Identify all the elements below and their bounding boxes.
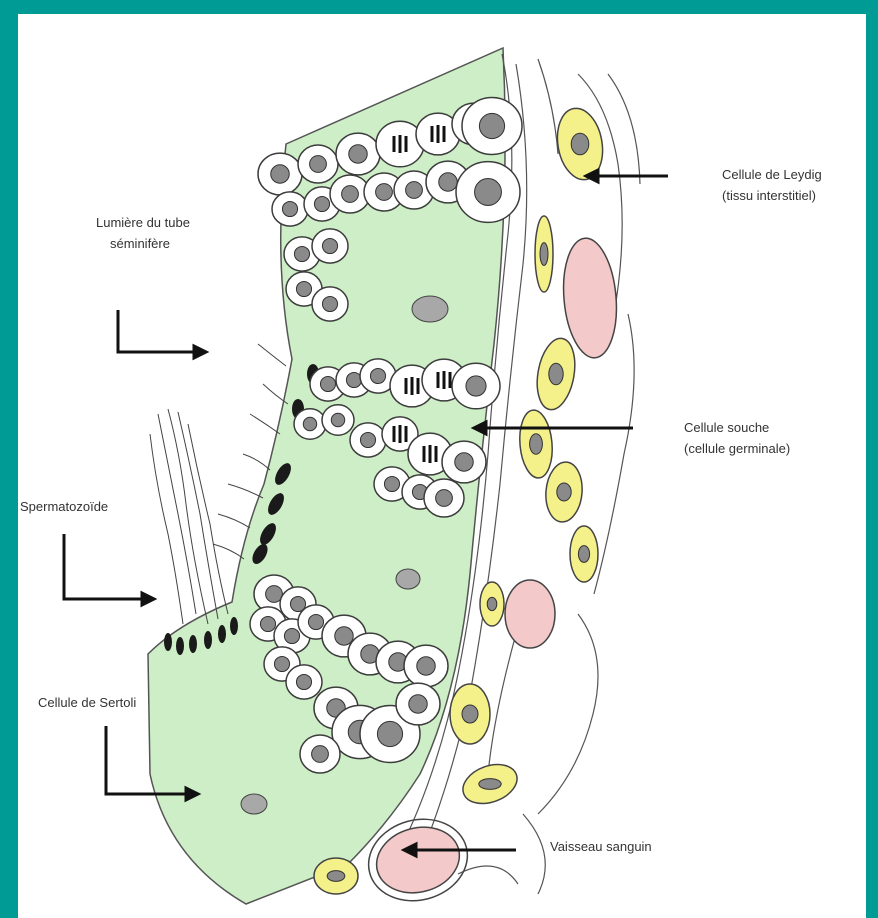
label-lumen: Lumière du tube séminifère xyxy=(96,212,190,254)
label-leydig-line1: Cellule de Leydig xyxy=(722,164,822,185)
germ-cell xyxy=(452,363,500,409)
germ-cell xyxy=(424,479,464,517)
label-spermatozoa: Spermatozoïde xyxy=(20,496,108,517)
leydig-cell xyxy=(517,409,555,480)
germ-cell xyxy=(298,145,338,183)
germ-cell xyxy=(294,409,326,439)
germ-cell xyxy=(312,229,348,263)
germ-cell xyxy=(350,423,386,457)
germ-cell xyxy=(336,133,380,175)
germ-cell xyxy=(462,98,522,155)
label-leydig-line2: (tissu interstitiel) xyxy=(722,185,822,206)
leydig-cell xyxy=(570,526,598,582)
arrow-stem-cell xyxy=(474,422,633,434)
leydig-cell xyxy=(552,105,608,184)
germ-cell xyxy=(322,405,354,435)
leydig-cell xyxy=(458,758,523,811)
label-lumen-line2: séminifère xyxy=(96,233,190,254)
label-stem-cell-line2: (cellule germinale) xyxy=(684,438,790,459)
germ-cell xyxy=(442,441,486,483)
figure-frame: Cellule de Leydig (tissu interstitiel) L… xyxy=(18,14,866,918)
label-sertoli: Cellule de Sertoli xyxy=(38,692,136,713)
arrow-spermatozoa xyxy=(64,534,154,605)
leydig-cell xyxy=(450,684,490,744)
vessel-middle xyxy=(505,580,555,648)
label-stem-cell: Cellule souche (cellule germinale) xyxy=(684,417,790,459)
vessel-lower xyxy=(369,818,467,902)
leydig-cell xyxy=(480,582,504,626)
germ-cell xyxy=(456,162,520,223)
germ-cell xyxy=(396,683,440,725)
leydig-cell xyxy=(535,216,553,292)
label-stem-cell-line1: Cellule souche xyxy=(684,417,790,438)
label-leydig: Cellule de Leydig (tissu interstitiel) xyxy=(722,164,822,206)
label-lumen-line1: Lumière du tube xyxy=(96,212,190,233)
label-vessel: Vaisseau sanguin xyxy=(550,836,652,857)
leydig-cell xyxy=(532,335,580,412)
germ-cell xyxy=(286,665,322,699)
germ-cell xyxy=(404,645,448,687)
germ-cell xyxy=(300,735,340,773)
seminiferous-tubule-diagram xyxy=(18,14,866,918)
germ-cell xyxy=(312,287,348,321)
leydig-cell xyxy=(543,461,584,524)
germ-cell xyxy=(258,153,302,195)
arrow-lumen xyxy=(118,310,206,358)
germ-cell xyxy=(272,192,308,226)
leydig-cell xyxy=(314,858,358,894)
arrow-leydig xyxy=(586,170,668,182)
